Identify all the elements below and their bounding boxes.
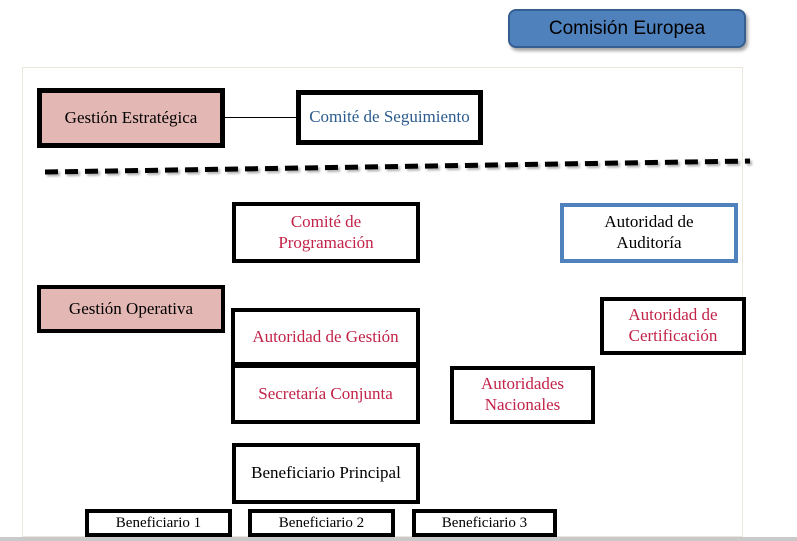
node-gestion-estrategica: Gestión Estratégica bbox=[37, 88, 225, 148]
node-label: Autoridades Nacionales bbox=[480, 374, 565, 414]
strategic-operative-divider bbox=[44, 158, 751, 175]
node-label: Beneficiario 1 bbox=[115, 514, 202, 531]
node-label: Gestión Operativa bbox=[68, 298, 194, 318]
node-label: Secretaría Conjunta bbox=[258, 383, 393, 403]
node-label: Autoridad de Certificación bbox=[628, 305, 718, 345]
node-secretaria-conjunta: Secretaría Conjunta bbox=[231, 364, 420, 424]
node-label: Beneficiario 2 bbox=[278, 514, 365, 531]
node-comite-programacion: Comité de Programación bbox=[232, 202, 420, 263]
node-comite-seguimiento: Comité de Seguimiento bbox=[296, 90, 483, 145]
node-autoridad-certificacion: Autoridad de Certificación bbox=[600, 297, 746, 355]
node-gestion-operativa: Gestión Operativa bbox=[37, 285, 225, 333]
node-autoridad-auditoria: Autoridad de Auditoría bbox=[560, 203, 738, 263]
node-label: Autoridad de Auditoría bbox=[604, 212, 694, 252]
node-beneficiario-1: Beneficiario 1 bbox=[85, 509, 232, 537]
node-label: Gestión Estratégica bbox=[64, 107, 198, 127]
node-autoridad-gestion: Autoridad de Gestión bbox=[231, 308, 420, 366]
node-label: Comité de Programación bbox=[278, 211, 374, 252]
connector-line bbox=[225, 117, 296, 118]
node-label: Beneficiario 3 bbox=[441, 514, 528, 531]
node-label: Comité de Seguimiento bbox=[309, 107, 470, 127]
node-beneficiario-2: Beneficiario 2 bbox=[248, 509, 395, 537]
node-comision-europea: Comisión Europea bbox=[508, 9, 746, 48]
node-autoridades-nacionales: Autoridades Nacionales bbox=[450, 366, 595, 424]
node-label: Comisión Europea bbox=[548, 17, 706, 39]
node-beneficiario-3: Beneficiario 3 bbox=[412, 509, 557, 537]
node-beneficiario-principal: Beneficiario Principal bbox=[232, 443, 420, 504]
node-label: Autoridad de Gestión bbox=[252, 326, 399, 346]
screenshot-bottom-edge bbox=[0, 537, 797, 541]
node-label: Beneficiario Principal bbox=[251, 463, 401, 483]
